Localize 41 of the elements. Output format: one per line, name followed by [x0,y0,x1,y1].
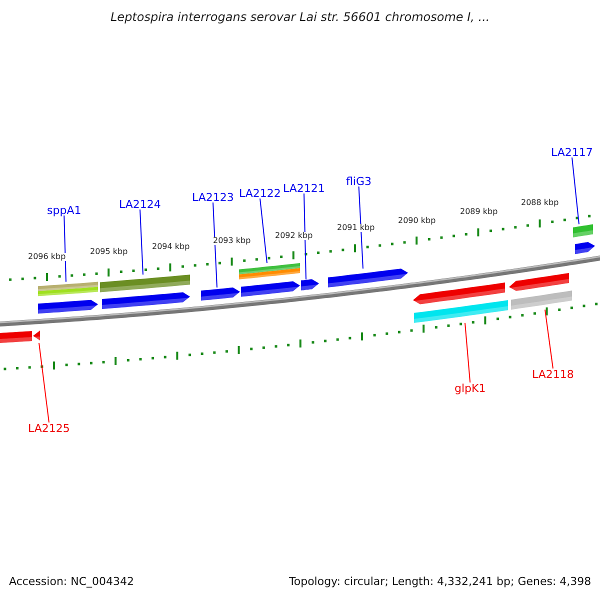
leader-line [544,309,554,369]
gene-label: LA2123 [192,192,234,202]
gene-label: fliG3 [346,176,372,186]
scale-label: 2088 kbp [520,199,560,207]
leader-line [304,193,306,280]
gene-label: glpK1 [454,382,486,394]
scale-label: 2094 kbp [151,243,191,251]
gene-feature [509,273,572,310]
scale-label: 2090 kbp [397,217,437,225]
leader-line [464,322,471,383]
gene-feature [328,268,408,288]
scale-label: 2092 kbp [274,232,314,240]
accession-text: Accession: NC_004342 [9,576,134,587]
leader-line [572,157,580,225]
scale-label: 2091 kbp [336,224,376,232]
gene-label: LA2124 [119,198,161,210]
gene-feature [239,263,300,297]
gene-feature [38,282,98,314]
gene-label: LA2118 [532,368,574,380]
leader-line [64,215,66,282]
leader-line [38,342,50,423]
scale-label: 2089 kbp [459,208,499,216]
scale-label: 2095 kbp [89,248,129,256]
gene-label: LA2117 [551,146,593,158]
gene-feature [573,224,595,254]
leader-line [212,202,218,288]
map-title: Leptospira interrogans serovar Lai str. 56601 chromosome I, ... [110,11,490,23]
gene-label: LA2125 [28,422,70,434]
gene-feature [201,288,240,301]
gene-label: LA2121 [283,182,325,194]
leader-line [358,186,364,270]
gene-feature [413,282,508,323]
scale-label: 2093 kbp [212,237,252,245]
gene-label: LA2122 [239,188,281,198]
gene-feature [0,330,40,343]
gene-feature [301,279,319,290]
scale-label: 2096 kbp [27,253,67,261]
gene-feature [100,274,190,309]
genome-summary-text: Topology: circular; Length: 4,332,241 bp; Genes: 4,398 [289,576,592,587]
leader-line [140,209,144,276]
gene-label: sppA1 [47,204,82,216]
